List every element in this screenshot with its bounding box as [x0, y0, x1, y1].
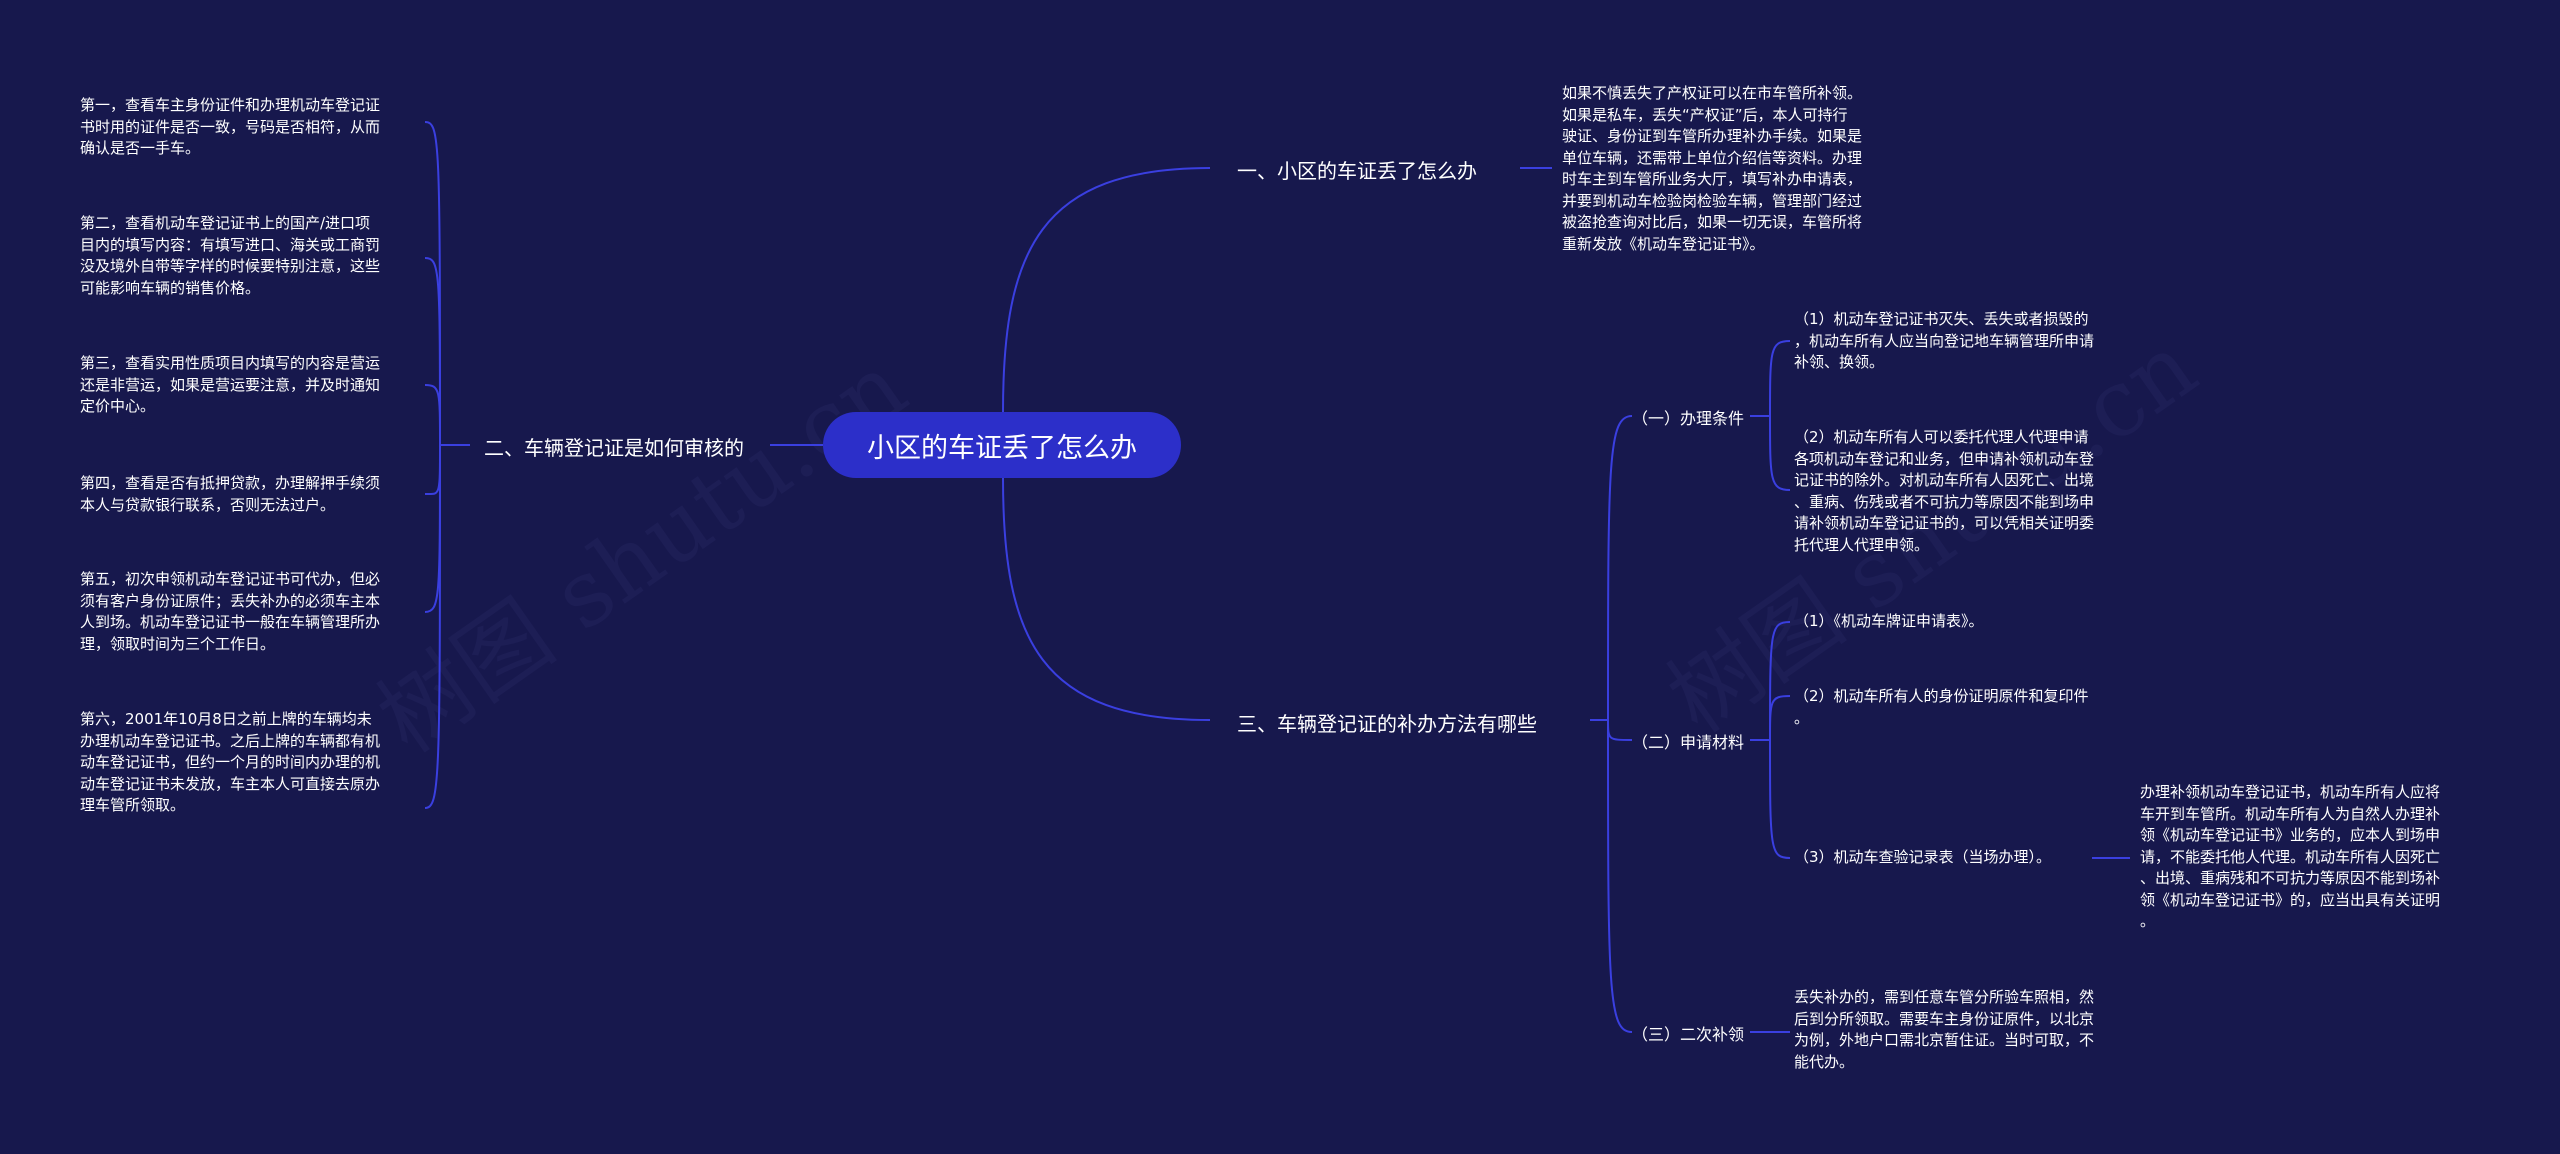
link-right2-second: [1607, 719, 1633, 1033]
root-label: 小区的车证丢了怎么办: [867, 432, 1137, 464]
link-cond-1: [1769, 340, 1791, 417]
link-mat-2: [1769, 695, 1791, 741]
material-item-1: （1）《机动车牌证申请表》。: [1794, 612, 1984, 630]
link-right2-mat: [1607, 719, 1633, 741]
condition-item-2: （2）机动车所有人可以委托代理人代理申请 各项机动车登记和业务，但申请补领机动车…: [1794, 428, 2095, 554]
subtopic-materials[interactable]: （二）申请材料: [1632, 733, 1745, 752]
material-note: 办理补领机动车登记证书，机动车所有人应将 车开到车管所。机动车所有人为自然人办理…: [2140, 783, 2441, 930]
material-item-3: （3）机动车查验记录表（当场办理）。: [1794, 848, 2052, 866]
link-left-3: [424, 384, 441, 446]
topic-lost-car-certificate[interactable]: 一、小区的车证丢了怎么办: [1237, 159, 1477, 183]
topic-reissue-methods[interactable]: 三、车辆登记证的补办方法有哪些: [1237, 712, 1537, 736]
left-item-5: 第五，初次申领机动车登记证书可代办，但必 须有客户身份证原件；丢失补办的必须车主…: [80, 570, 381, 653]
topic-registration-review[interactable]: 二、车辆登记证是如何审核的: [484, 436, 744, 460]
material-item-2: （2）机动车所有人的身份证明原件和复印件 。: [1794, 687, 2089, 727]
link-left-2: [424, 257, 441, 446]
subtopic-conditions[interactable]: （一）办理条件: [1632, 409, 1745, 428]
root-node[interactable]: 小区的车证丢了怎么办: [823, 412, 1181, 478]
link-mat-1: [1769, 621, 1791, 741]
left-item-3: 第三，查看实用性质项目内填写的内容是营运 还是非营运，如果是营运要注意，并及时通…: [80, 354, 381, 415]
condition-item-1: （1）机动车登记证书灭失、丢失或者损毁的 ，机动车所有人应当向登记地车辆管理所申…: [1794, 310, 2095, 371]
right1-detail: 如果不慎丢失了产权证可以在市车管所补领。 如果是私车，丢失“产权证”后，本人可持…: [1562, 84, 1863, 253]
left-item-2: 第二，查看机动车登记证书上的国产/进口项 目内的填写内容：有填写进口、海关或工商…: [80, 214, 381, 297]
left-item-1: 第一，查看车主身份证件和办理机动车登记证 书时用的证件是否一致，号码是否相符，从…: [80, 96, 381, 157]
link-cond-2: [1769, 415, 1791, 491]
link-left-5: [424, 444, 441, 613]
link-root-right2: [1002, 477, 1211, 721]
left-item-4: 第四，查看是否有抵押贷款，办理解押手续须 本人与贷款银行联系，否则无法过户。: [80, 474, 381, 514]
link-left-6: [424, 444, 441, 809]
link-root-right1: [1002, 167, 1211, 413]
left-item-6: 第六，2001年10月8日之前上牌的车辆均未 办理机动车登记证书。之后上牌的车辆…: [80, 710, 381, 814]
link-right2-cond: [1607, 415, 1633, 721]
link-left-4: [424, 444, 441, 496]
link-mat-3: [1769, 739, 1791, 859]
subtopic-second-reissue[interactable]: （三）二次补领: [1632, 1025, 1745, 1044]
second-reissue-detail: 丢失补办的，需到任意车管分所验车照相，然 后到分所领取。需要车主身份证原件，以北…: [1794, 988, 2095, 1071]
